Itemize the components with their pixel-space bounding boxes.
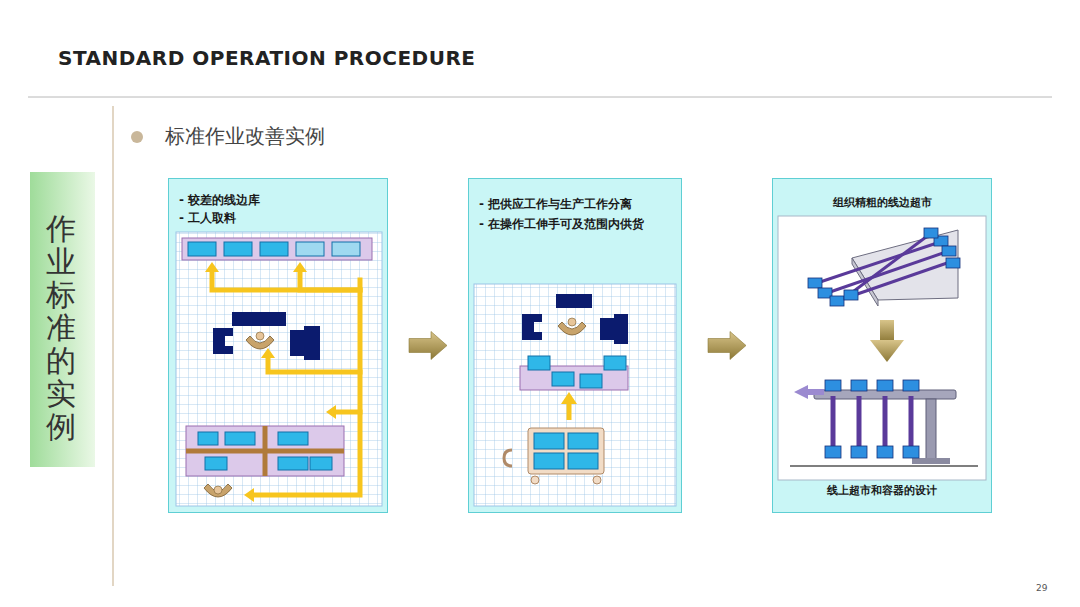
panel: - 较差的线边库- 工人取料 bbox=[168, 178, 388, 513]
panel-text: 组织精粗的线边超市 bbox=[773, 195, 991, 212]
panel-text: - 较差的线边库 bbox=[179, 191, 375, 210]
block-arrow bbox=[409, 332, 447, 360]
panel-text: 线上超市和容器的设计 bbox=[773, 483, 991, 500]
side-band: 作业标准的实例 bbox=[30, 172, 95, 467]
panel-text: - 把供应工作与生产工作分离 bbox=[479, 195, 673, 214]
vertical-label: 作业标准的实例 bbox=[46, 212, 76, 443]
slide-title: STANDARD OPERATION PROCEDURE bbox=[58, 46, 476, 70]
panel-text: - 在操作工伸手可及范围内供货 bbox=[479, 215, 673, 234]
block-arrow-shape bbox=[409, 332, 447, 360]
block-arrow-shape bbox=[708, 332, 746, 360]
panel: 组织精粗的线边超市线上超市和容器的设计 bbox=[772, 178, 992, 513]
panel-text: - 工人取料 bbox=[179, 209, 375, 228]
bullet-heading: 标准作业改善实例 bbox=[165, 123, 325, 150]
block-arrow bbox=[708, 332, 746, 360]
panel: - 把供应工作与生产工作分离- 在操作工伸手可及范围内供货 bbox=[468, 178, 682, 513]
page-number: 29 bbox=[1036, 583, 1047, 593]
